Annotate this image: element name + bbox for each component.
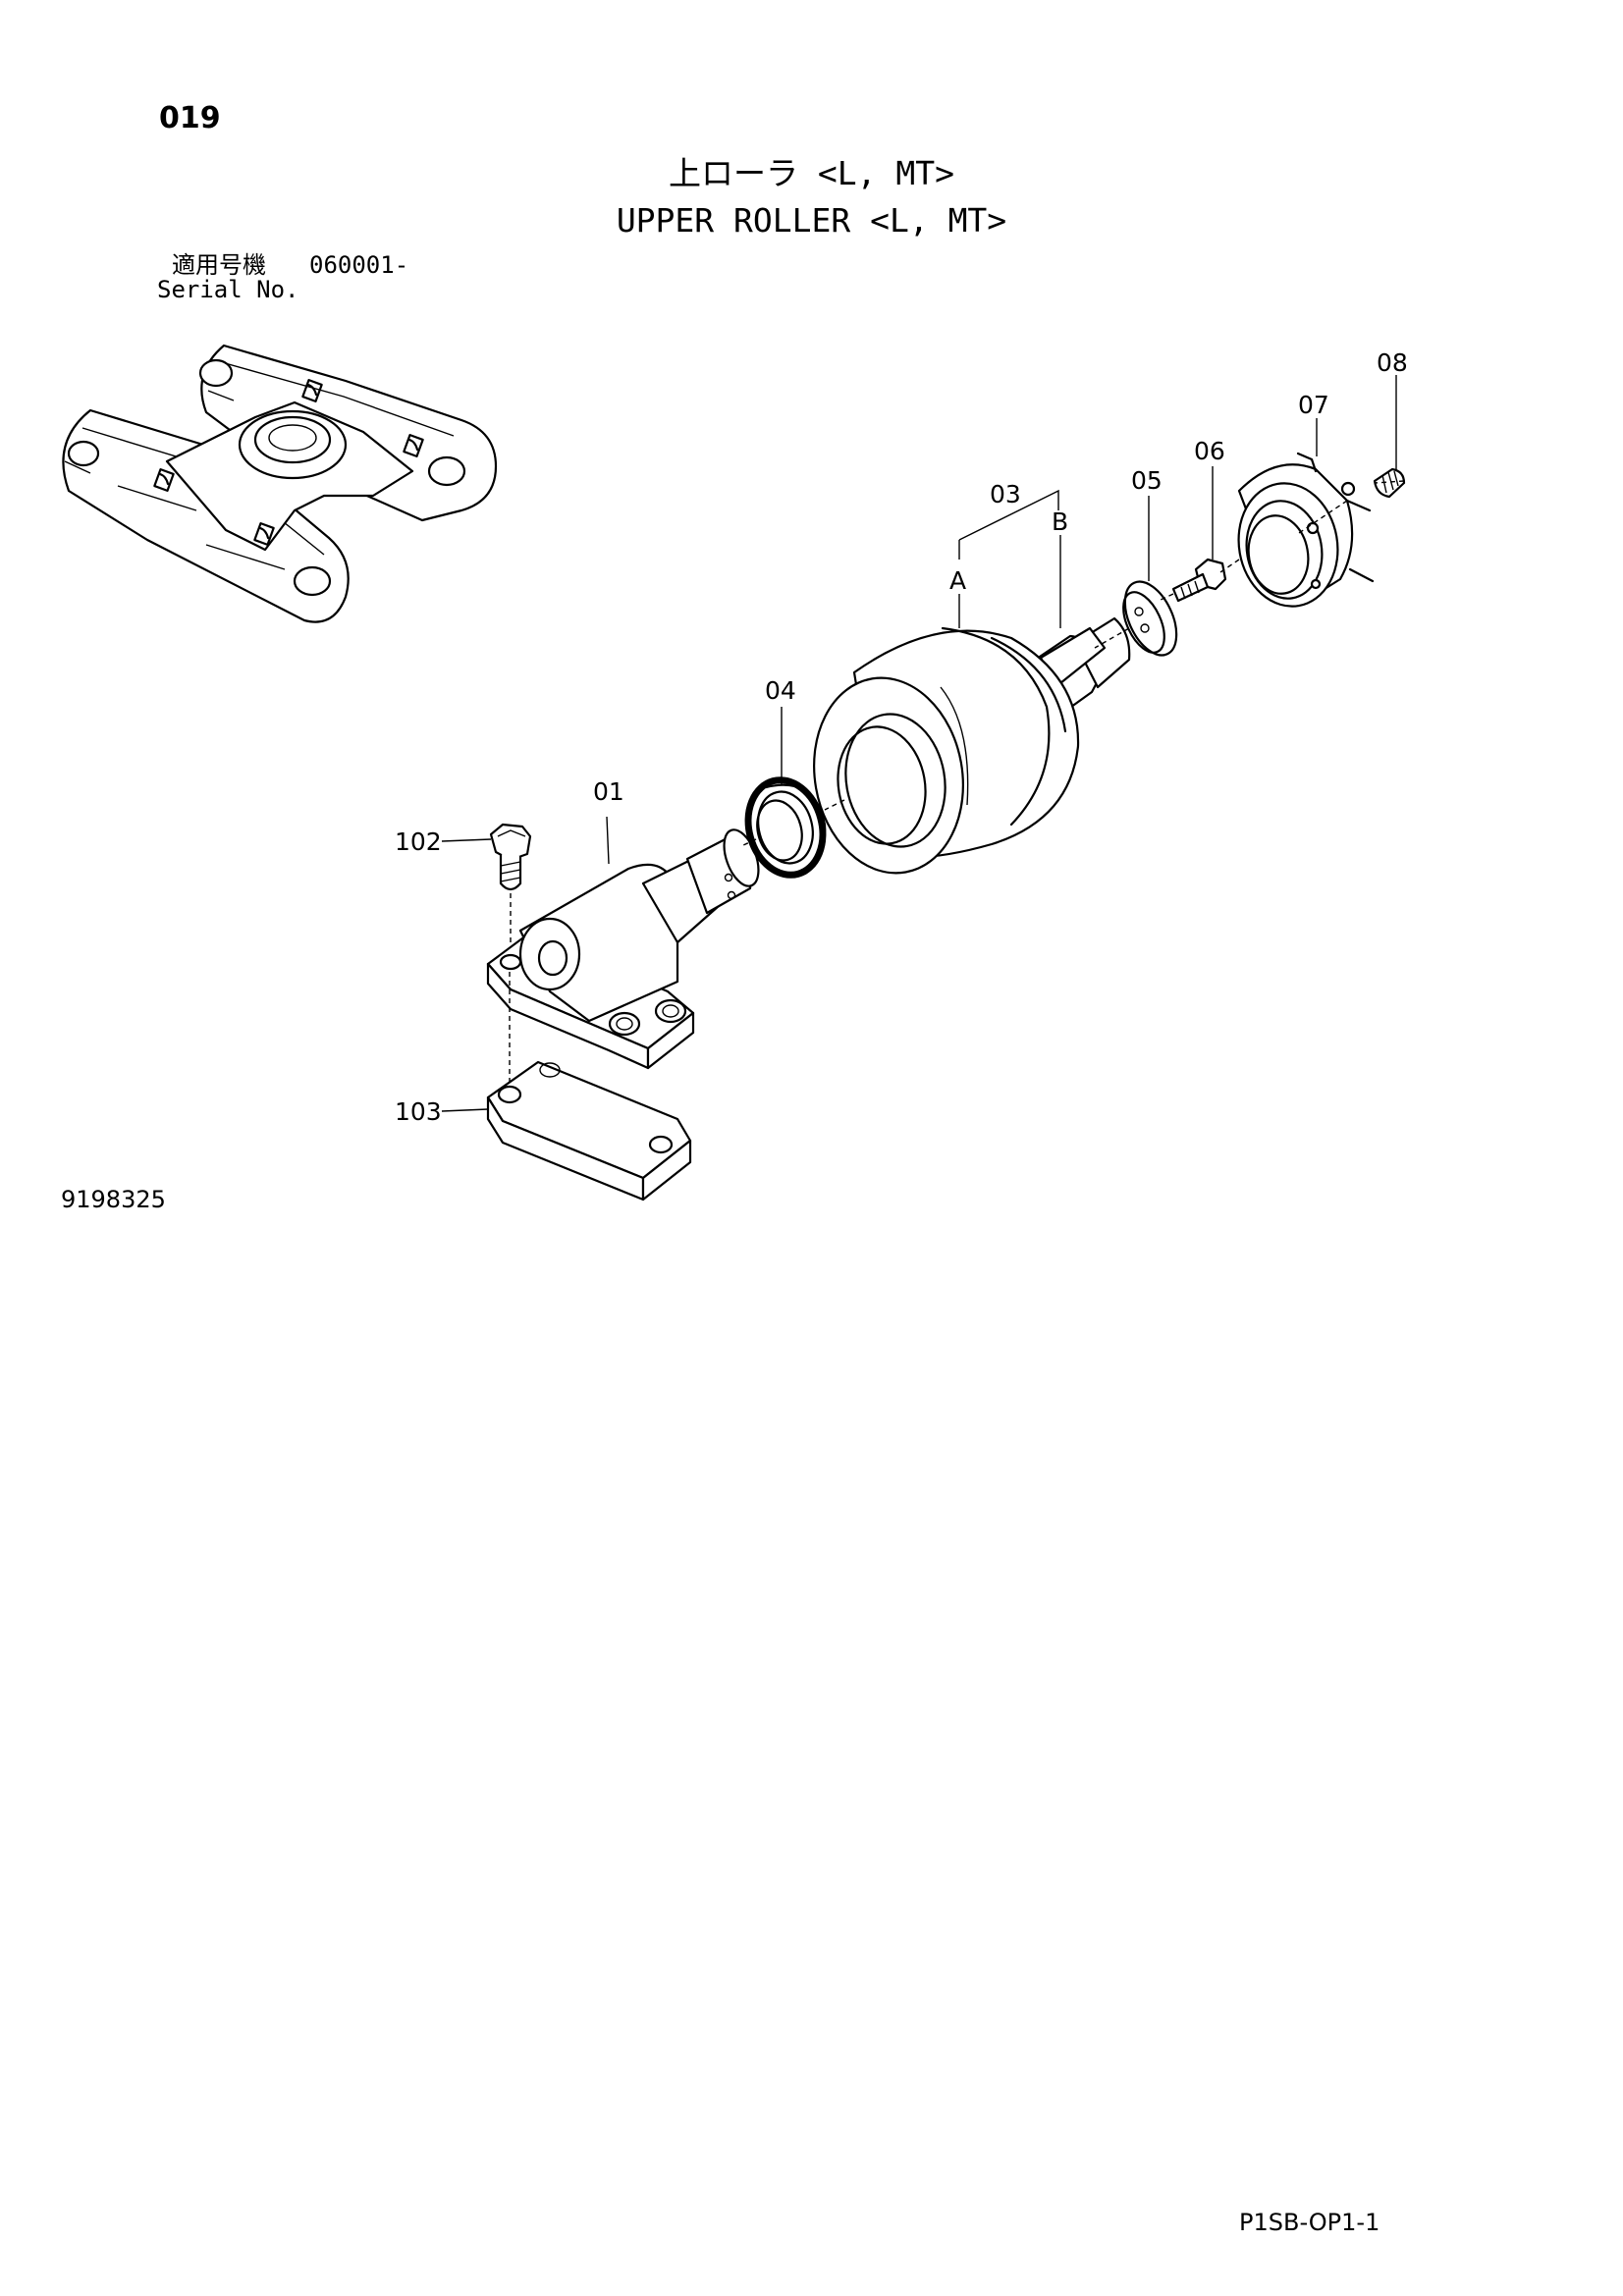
part-08-plug	[1373, 467, 1406, 499]
part-01-bracket-shaft	[486, 828, 760, 1070]
sheet-code: P1SB-OP1-1	[1239, 2209, 1380, 2236]
callout-leader-lines	[441, 375, 1397, 1112]
callout-06: 06	[1194, 437, 1225, 465]
part-05-thrust-plate	[1122, 580, 1178, 657]
serial-label-japanese: 適用号機	[172, 251, 266, 279]
callout-04: 04	[765, 676, 796, 705]
title-japanese: 上ローラ <L, MT>	[669, 154, 954, 192]
callout-103: 103	[395, 1097, 442, 1126]
callout-sub-b: B	[1052, 507, 1068, 536]
callout-05: 05	[1131, 466, 1163, 495]
callout-03: 03	[990, 480, 1021, 508]
callout-sub-a: A	[949, 566, 966, 595]
serial-label-english: Serial No.	[157, 276, 299, 303]
title-english: UPPER ROLLER <L, MT>	[616, 201, 1007, 240]
serial-number-value: 060001-	[309, 251, 409, 279]
assembly-center-lines	[509, 480, 1405, 1085]
callout-07: 07	[1298, 391, 1329, 419]
part-103-plate	[486, 1060, 692, 1201]
part-102-bolt	[489, 823, 532, 891]
callout-01: 01	[593, 777, 624, 806]
undercarriage-overview-drawing	[62, 344, 498, 623]
drawing-id: 9198325	[61, 1186, 166, 1213]
part-03-roller-assembly	[813, 616, 1131, 875]
part-06-bolt	[1171, 558, 1227, 603]
page-number: 019	[159, 101, 221, 135]
part-07-cover	[1237, 452, 1375, 608]
callout-102: 102	[395, 828, 442, 856]
callout-08: 08	[1377, 348, 1408, 377]
part-04-seal	[744, 776, 827, 879]
